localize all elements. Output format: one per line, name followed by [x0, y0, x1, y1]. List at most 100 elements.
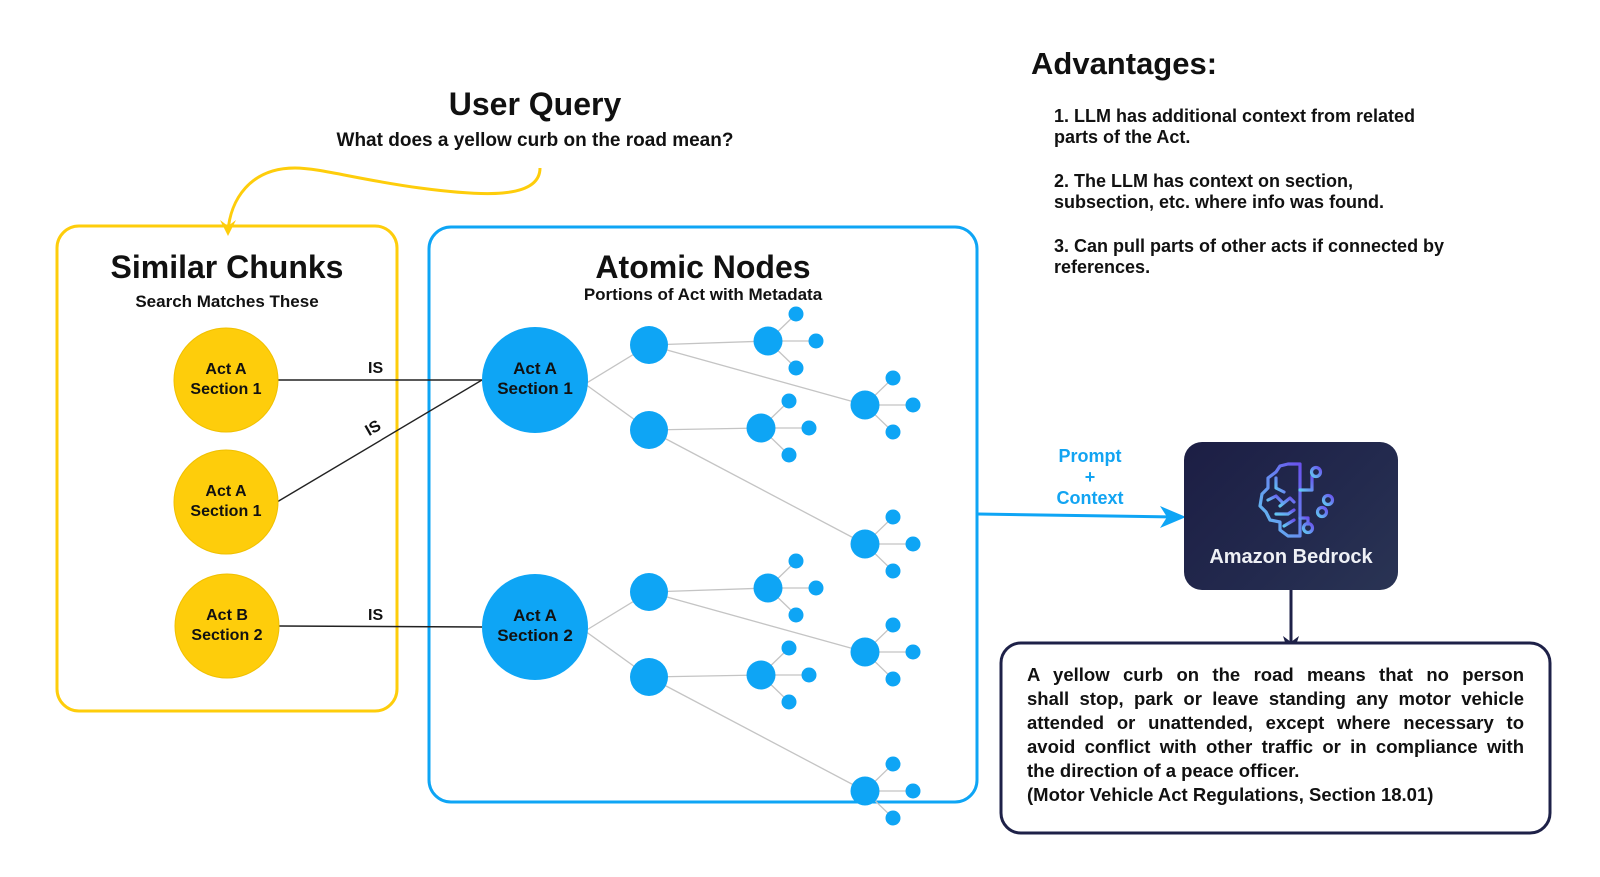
- answer-line: A yellow curb on the road means that no …: [1027, 664, 1524, 685]
- leaf-node-circle: [801, 667, 817, 683]
- atomic-nodes-title: Atomic Nodes: [595, 249, 811, 285]
- grandchild-node-circle: [850, 529, 880, 559]
- tree-edge: [648, 344, 866, 406]
- advantage-line: references.: [1054, 257, 1151, 277]
- chunk-section: Section 1: [190, 381, 262, 398]
- plus-text: +: [1084, 467, 1096, 487]
- query-flow-arrow: [226, 166, 542, 233]
- similar-chunks-box: [55, 224, 399, 713]
- query-arrowhead: [220, 220, 236, 236]
- grandchild-node-circle: [746, 660, 776, 690]
- answer-text: A yellow curb on the road means that no …: [1027, 663, 1524, 807]
- answer-line: the direction of a peace officer.: [1027, 760, 1300, 781]
- tree-edge: [648, 340, 769, 346]
- answer-line: attended or unattended, except where nec…: [1027, 712, 1524, 733]
- tree-edge: [648, 591, 866, 653]
- chunk-node-label: Act A Section 1: [176, 482, 276, 522]
- prompt-context-label: Prompt + Context: [1040, 446, 1140, 509]
- tree-edge: [648, 587, 769, 593]
- chunk-node-circle: [173, 327, 279, 433]
- leaf-node-circle: [781, 447, 797, 463]
- tree-edge: [648, 429, 866, 545]
- grandchild-node-circle: [850, 776, 880, 806]
- advantage-line: subsection, etc. where info was found.: [1054, 192, 1385, 212]
- child-node-circle: [630, 411, 668, 449]
- brain-circuit-icon: [1258, 462, 1335, 538]
- similar-chunks-title: Similar Chunks: [110, 249, 344, 285]
- leaf-node-circle: [788, 306, 804, 322]
- leaf-node-circle: [885, 370, 901, 386]
- is-edge-line: [278, 625, 483, 628]
- answer-line: avoid conflict with other traffic or in …: [1027, 736, 1524, 757]
- grandchild-node-circle: [850, 637, 880, 667]
- child-node-circle: [630, 658, 668, 696]
- advantage-item: 2. The LLM has context on section, subse…: [1054, 171, 1494, 213]
- is-edge-label: IS: [368, 360, 384, 377]
- chunk-node-label: Act B Section 2: [177, 606, 277, 646]
- root-section: Section 1: [497, 379, 573, 398]
- child-node-circle: [630, 573, 668, 611]
- is-edge-label: IS: [368, 607, 384, 624]
- advantage-item: 3. Can pull parts of other acts if conne…: [1054, 236, 1534, 278]
- leaf-node-circle: [905, 783, 921, 799]
- atomic-root-circle: [482, 574, 588, 680]
- user-query-title: User Query: [448, 86, 622, 122]
- chunk-node-circle: [173, 449, 279, 555]
- leaf-node-circle: [905, 644, 921, 660]
- leaf-node-circle: [808, 333, 824, 349]
- user-query-text: What does a yellow curb on the road mean…: [336, 130, 734, 151]
- atomic-root-circle: [482, 327, 588, 433]
- chunk-act: Act A: [205, 361, 247, 378]
- atomic-root-label: Act A Section 2: [485, 606, 585, 646]
- atomic-nodes-subtitle: Portions of Act with Metadata: [583, 285, 823, 304]
- leaf-node-circle: [885, 509, 901, 525]
- leaf-node-circle: [781, 694, 797, 710]
- leaf-node-circle: [885, 563, 901, 579]
- bedrock-label: Amazon Bedrock: [1209, 546, 1373, 568]
- similar-chunks-subtitle: Search Matches These: [135, 292, 319, 311]
- leaf-node-circle: [885, 617, 901, 633]
- leaf-node-circle: [905, 536, 921, 552]
- root-section: Section 2: [497, 626, 573, 645]
- tree-edge: [648, 676, 866, 792]
- leaf-node-circle: [788, 553, 804, 569]
- chunk-act: Act A: [205, 483, 247, 500]
- advantage-line: parts of the Act.: [1054, 127, 1191, 147]
- grandchild-node-circle: [753, 573, 783, 603]
- prompt-arrowhead: [1160, 506, 1186, 528]
- leaf-node-circle: [781, 393, 797, 409]
- leaf-node-circle: [885, 424, 901, 440]
- chunk-section: Section 2: [191, 627, 263, 644]
- leaf-node-circle: [781, 640, 797, 656]
- advantage-line: 1. LLM has additional context from relat…: [1054, 106, 1416, 126]
- root-act: Act A: [513, 606, 557, 625]
- leaf-node-circle: [788, 607, 804, 623]
- chunk-section: Section 1: [190, 503, 262, 520]
- grandchild-node-circle: [746, 413, 776, 443]
- leaf-node-circle: [885, 756, 901, 772]
- leaf-node-circle: [885, 810, 901, 826]
- child-node-circle: [630, 326, 668, 364]
- atomic-nodes-box: [427, 225, 979, 804]
- chunk-node-label: Act A Section 1: [176, 360, 276, 400]
- is-edge-line: [276, 379, 483, 503]
- context-text: Context: [1056, 488, 1124, 508]
- leaf-node-circle: [905, 397, 921, 413]
- leaf-node-circle: [885, 671, 901, 687]
- root-act: Act A: [513, 359, 557, 378]
- advantage-line: 3. Can pull parts of other acts if conne…: [1054, 236, 1445, 256]
- answer-citation: (Motor Vehicle Act Regulations, Section …: [1027, 784, 1434, 805]
- grandchild-node-circle: [850, 390, 880, 420]
- chunk-node-circle: [174, 573, 280, 679]
- amazon-bedrock-box[interactable]: Amazon Bedrock: [1184, 442, 1398, 590]
- answer-line: shall stop, park or leave standing any m…: [1027, 688, 1524, 709]
- leaf-node-circle: [801, 420, 817, 436]
- atomic-root-label: Act A Section 1: [485, 359, 585, 399]
- leaf-node-circle: [788, 360, 804, 376]
- advantage-line: 2. The LLM has context on section,: [1054, 171, 1354, 191]
- advantage-item: 1. LLM has additional context from relat…: [1054, 106, 1494, 148]
- prompt-context-arrow: [977, 512, 1176, 519]
- answer-box: [999, 641, 1552, 835]
- grandchild-node-circle: [753, 326, 783, 356]
